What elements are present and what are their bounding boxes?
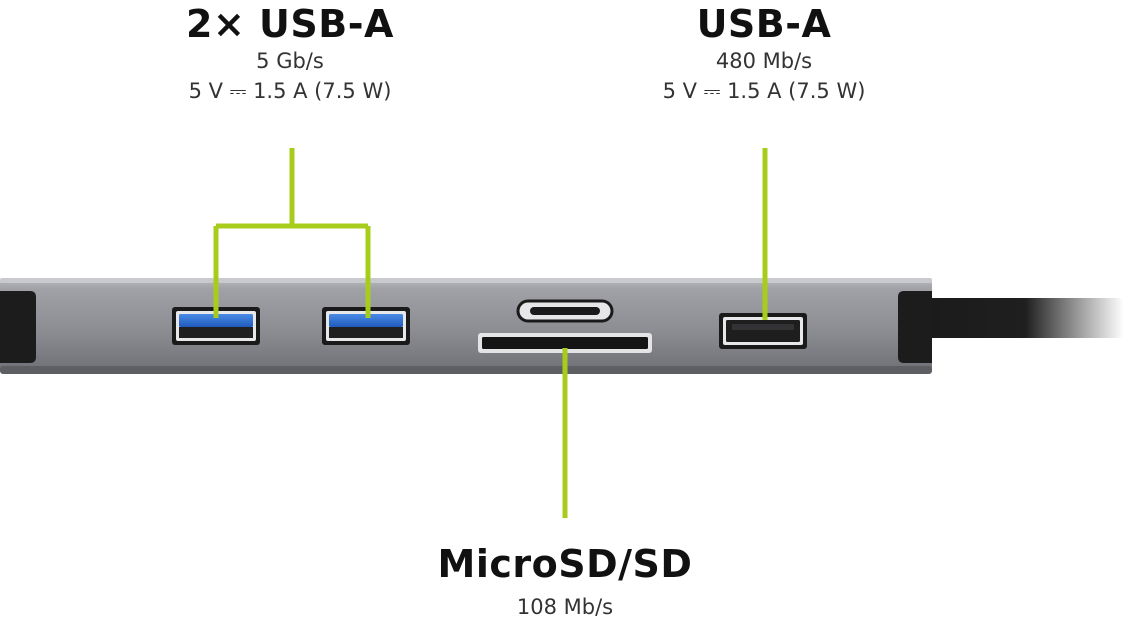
cable xyxy=(905,298,1124,338)
left-end-cap xyxy=(0,291,36,363)
right-end-cap xyxy=(898,291,932,363)
label-title-usb-a-dual: 2× USB-A xyxy=(186,2,394,46)
usb-a-port-1[interactable] xyxy=(172,307,260,345)
usb-a-port-2[interactable] xyxy=(322,307,410,345)
usb-a-port-3[interactable] xyxy=(719,313,807,349)
hub-body xyxy=(0,278,932,374)
label-title-sd-reader: MicroSD/SD xyxy=(437,542,693,586)
label-title-usb-a-single: USB-A xyxy=(696,2,832,46)
usb-c-port[interactable] xyxy=(516,299,614,323)
connector-lines xyxy=(213,148,768,518)
label-usb-a-single: USB-A 480 Mb/s 5 V ⎓ 1.5 A (7.5 W) xyxy=(604,2,924,106)
sd-card-slot[interactable] xyxy=(478,333,652,353)
label-speed-usb-a-dual: 5 Gb/s xyxy=(256,49,324,73)
label-sd-reader: MicroSD/SD 108 Mb/s xyxy=(400,542,730,622)
label-power-usb-a-dual: 5 V ⎓ 1.5 A (7.5 W) xyxy=(188,79,392,103)
label-power-usb-a-single: 5 V ⎓ 1.5 A (7.5 W) xyxy=(662,79,866,103)
label-speed-sd-reader: 108 Mb/s xyxy=(516,595,614,619)
label-speed-usb-a-single: 480 Mb/s xyxy=(715,49,813,73)
label-usb-a-dual: 2× USB-A 5 Gb/s 5 V ⎓ 1.5 A (7.5 W) xyxy=(130,2,450,106)
